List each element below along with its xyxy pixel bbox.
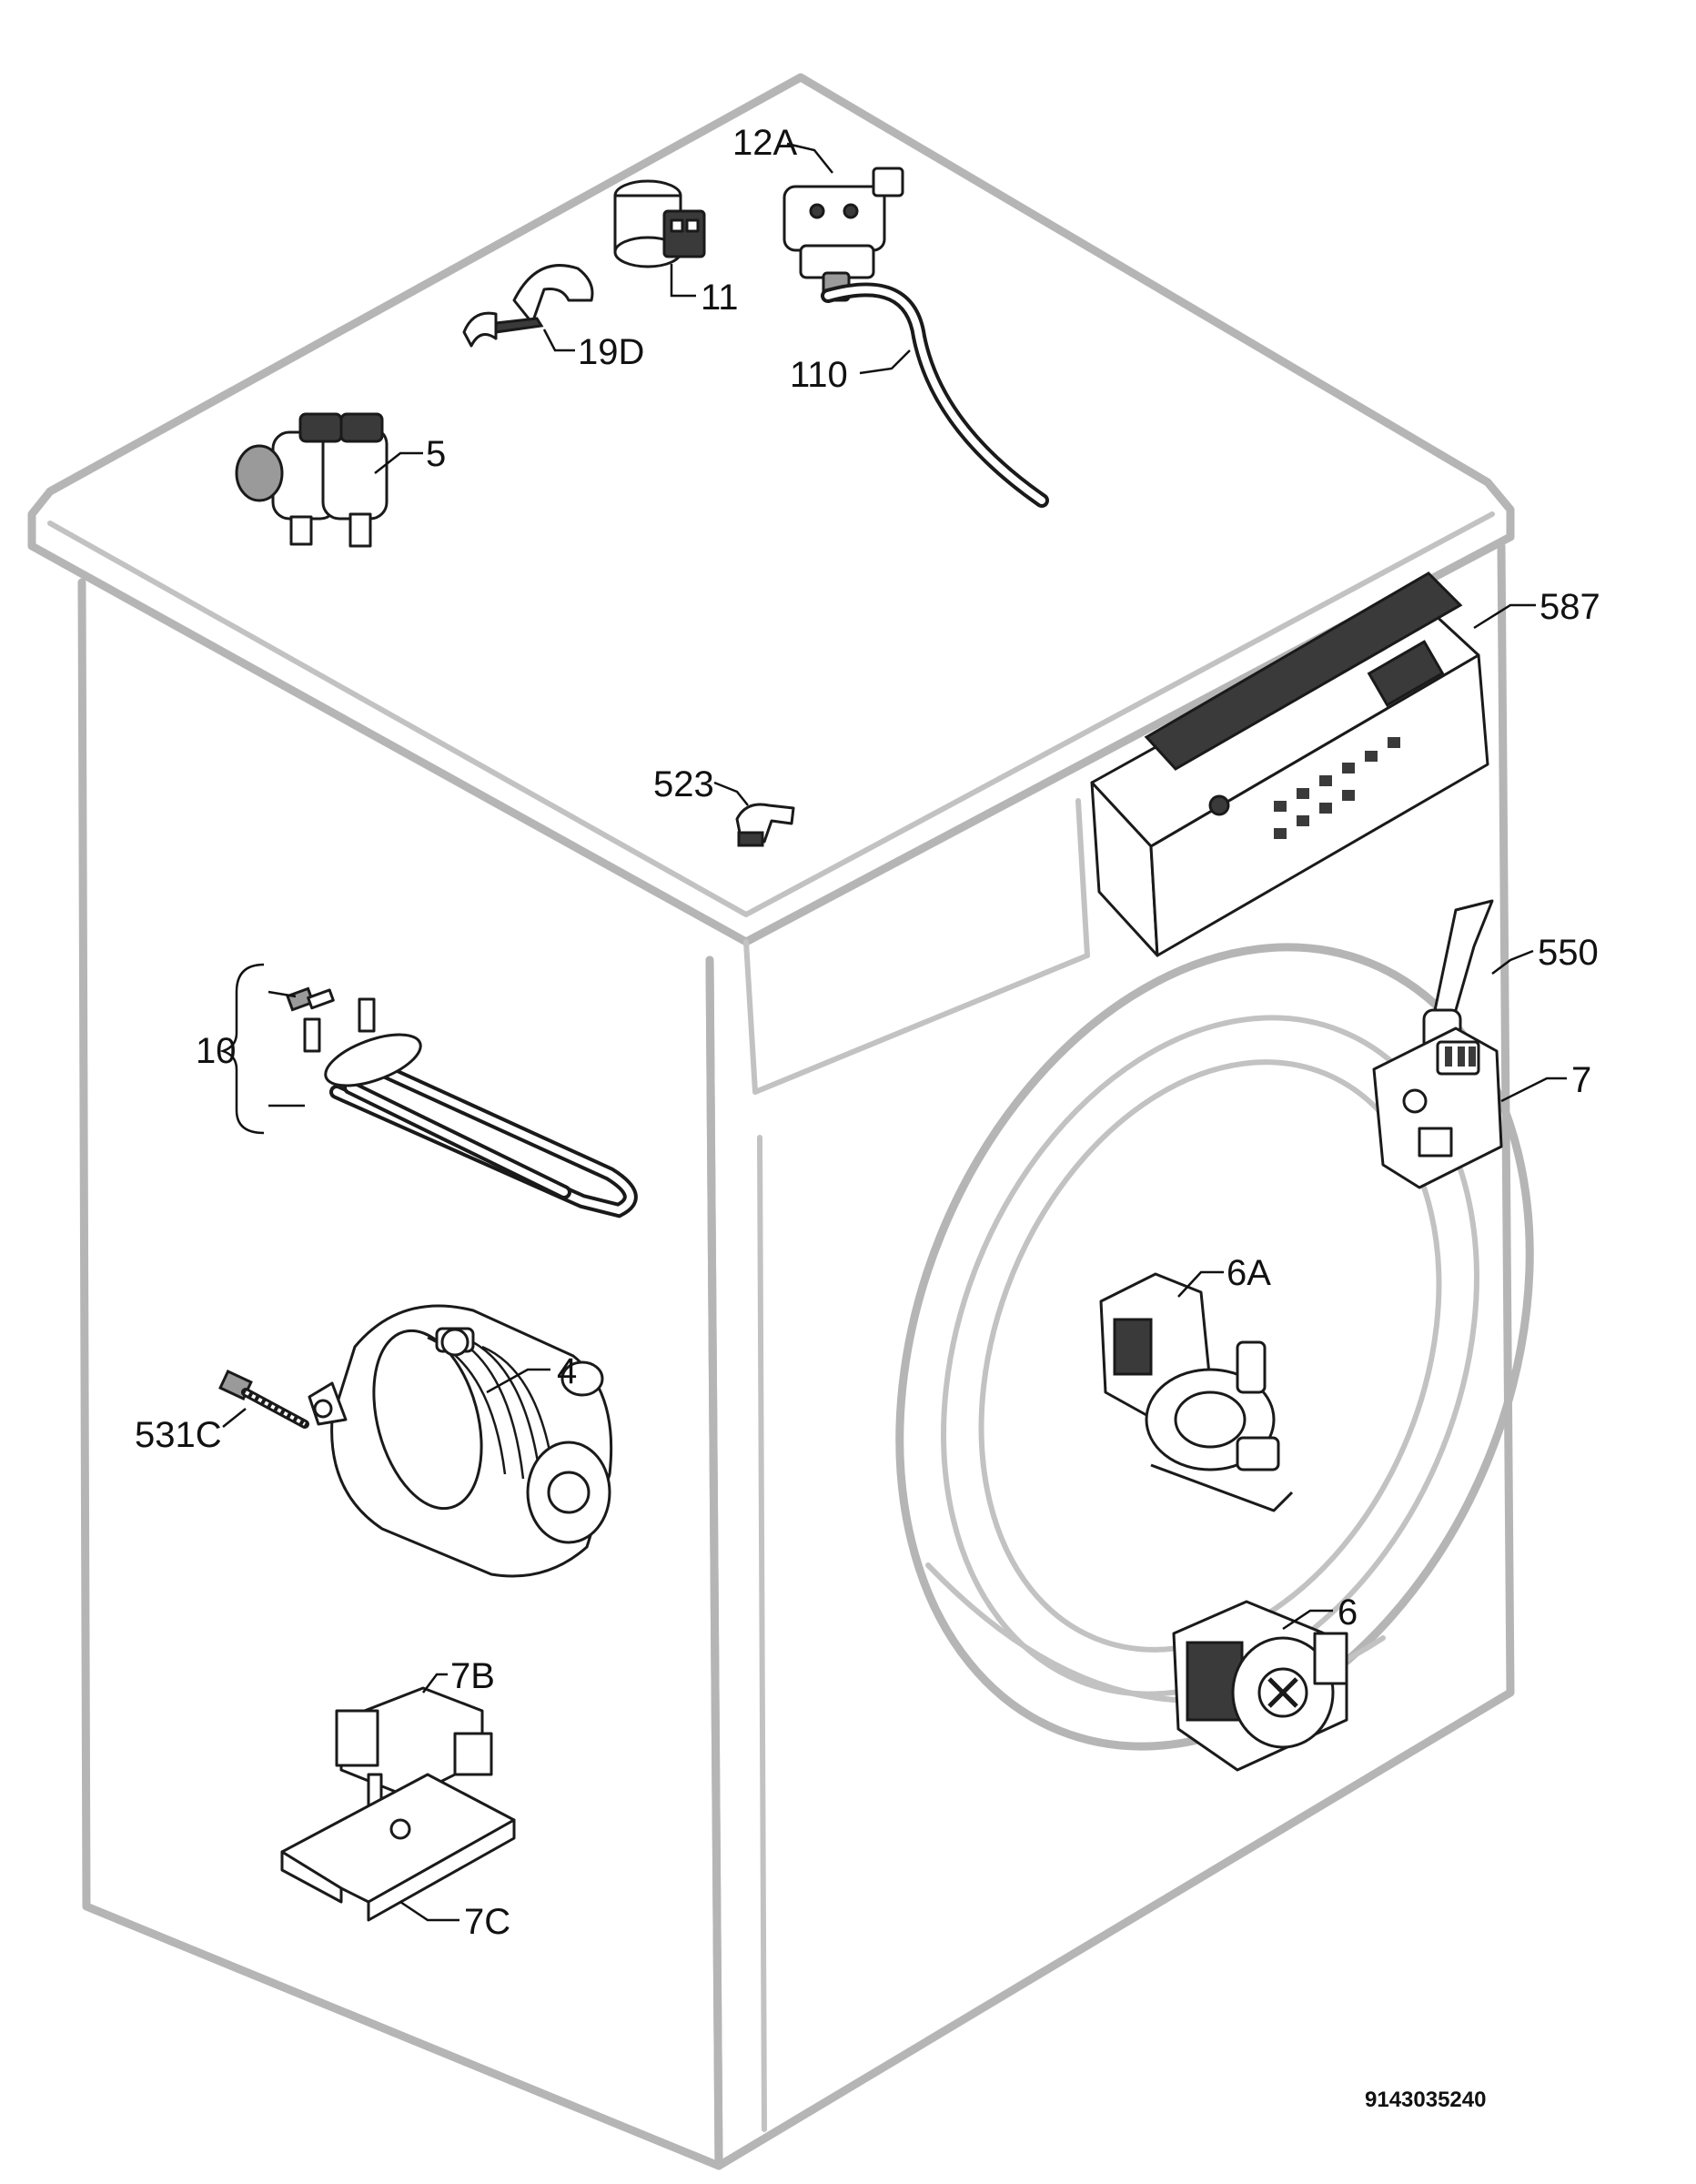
cable-clamp-19d[interactable] [462, 264, 594, 348]
electronic-module-587[interactable] [1090, 571, 1489, 957]
label-7: 7 [1571, 1060, 1591, 1100]
label-587: 587 [1540, 587, 1600, 627]
drain-pump-6a[interactable] [1099, 1272, 1294, 1512]
label-12a: 12A [732, 123, 797, 163]
pressure-hose-110[interactable] [821, 282, 1049, 508]
door-interlock-7[interactable] [1372, 1026, 1503, 1189]
pump-motor-6[interactable] [1172, 1600, 1348, 1772]
label-550: 550 [1538, 933, 1599, 973]
diagram-reference-number: 9143035240 [1365, 2088, 1486, 2112]
lamp-holder-523[interactable] [735, 803, 795, 847]
motor-4[interactable] [308, 1304, 613, 1578]
label-110: 110 [790, 355, 848, 395]
label-11: 11 [701, 278, 739, 318]
screw-531c[interactable] [218, 1370, 309, 1429]
cabinet-outline [27, 73, 1534, 2170]
label-10: 10 [196, 1031, 237, 1071]
label-19d: 19D [578, 332, 644, 372]
label-4: 4 [557, 1351, 577, 1391]
label-5: 5 [426, 434, 446, 474]
pressure-switch-12a[interactable] [782, 167, 904, 302]
heating-element-10[interactable] [219, 963, 638, 1218]
label-6a: 6A [1227, 1253, 1271, 1293]
label-7b: 7B [450, 1656, 495, 1696]
label-531c: 531C [135, 1415, 222, 1455]
bracket-7c[interactable] [280, 1773, 516, 1922]
label-7c: 7C [464, 1902, 510, 1942]
interference-filter-11[interactable] [613, 179, 706, 268]
label-6: 6 [1338, 1592, 1358, 1633]
label-523: 523 [653, 764, 714, 804]
inlet-valve-5[interactable] [235, 412, 389, 548]
